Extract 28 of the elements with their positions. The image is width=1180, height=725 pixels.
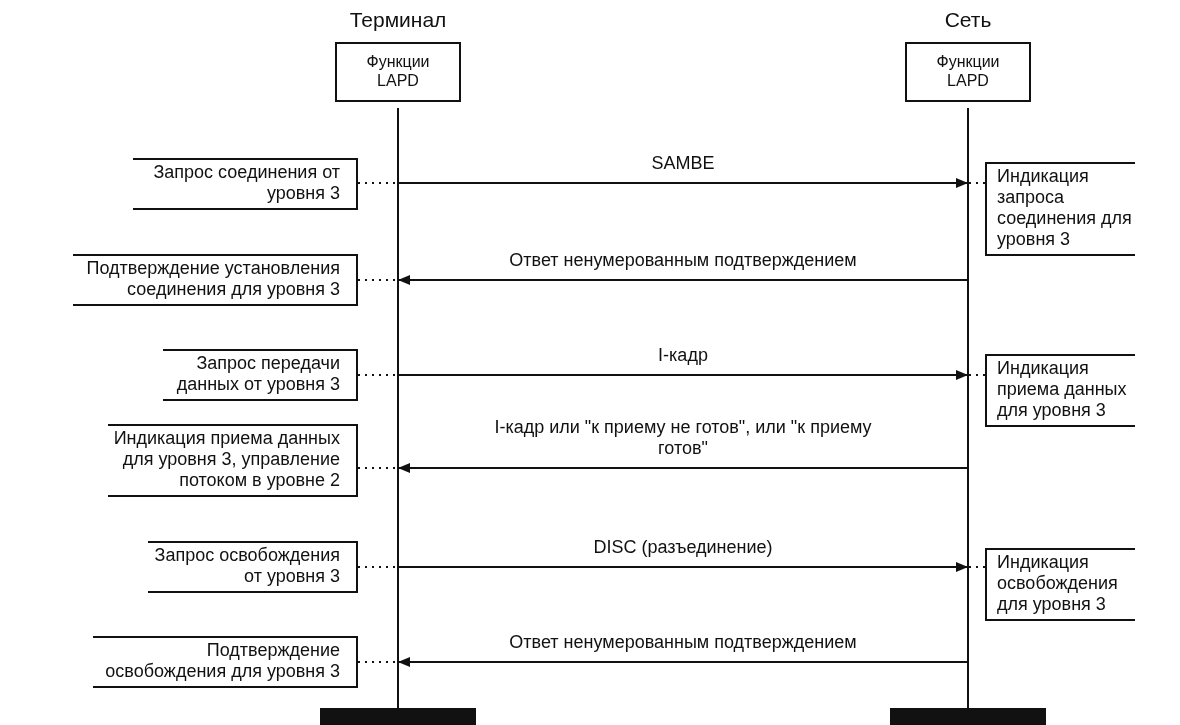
leader-line <box>357 279 398 281</box>
leader-line <box>968 374 986 376</box>
bracketed-note: Индикация освобождения для уровня 3 <box>985 548 1135 621</box>
leader-line <box>968 566 986 568</box>
leader-line <box>357 374 398 376</box>
participant-box: Функции LAPD <box>335 42 461 102</box>
bracketed-note: Запрос передачи данных от уровня 3 <box>163 349 358 401</box>
participant-title: Терминал <box>349 8 447 32</box>
participant-box: Функции LAPD <box>905 42 1031 102</box>
leader-line <box>357 661 398 663</box>
message-arrow <box>397 463 969 473</box>
bracketed-note: Подтверждение установления соединения для уровня 3 <box>73 254 358 306</box>
bracketed-note: Индикация приема данных для уровня 3 <box>985 354 1135 427</box>
message-arrow <box>397 178 969 188</box>
bracketed-note: Подтверждение освобождения для уровня 3 <box>93 636 358 688</box>
bracketed-note: Запрос соединения от уровня 3 <box>133 158 358 210</box>
leader-line <box>357 467 398 469</box>
message-arrow <box>397 657 969 667</box>
leader-line <box>357 566 398 568</box>
bracketed-note: Запрос освобождения от уровня 3 <box>148 541 358 593</box>
bracketed-note: Индикация запроса соединения для уровня 3 <box>985 162 1135 256</box>
leader-line <box>968 182 986 184</box>
message-arrow <box>397 562 969 572</box>
message-arrow <box>397 275 969 285</box>
bracketed-note: Индикация приема данных для уровня 3, управление потоком в уровне 2 <box>108 424 358 497</box>
participant-title: Сеть <box>944 8 992 32</box>
leader-line <box>357 182 398 184</box>
message-arrow <box>397 370 969 380</box>
